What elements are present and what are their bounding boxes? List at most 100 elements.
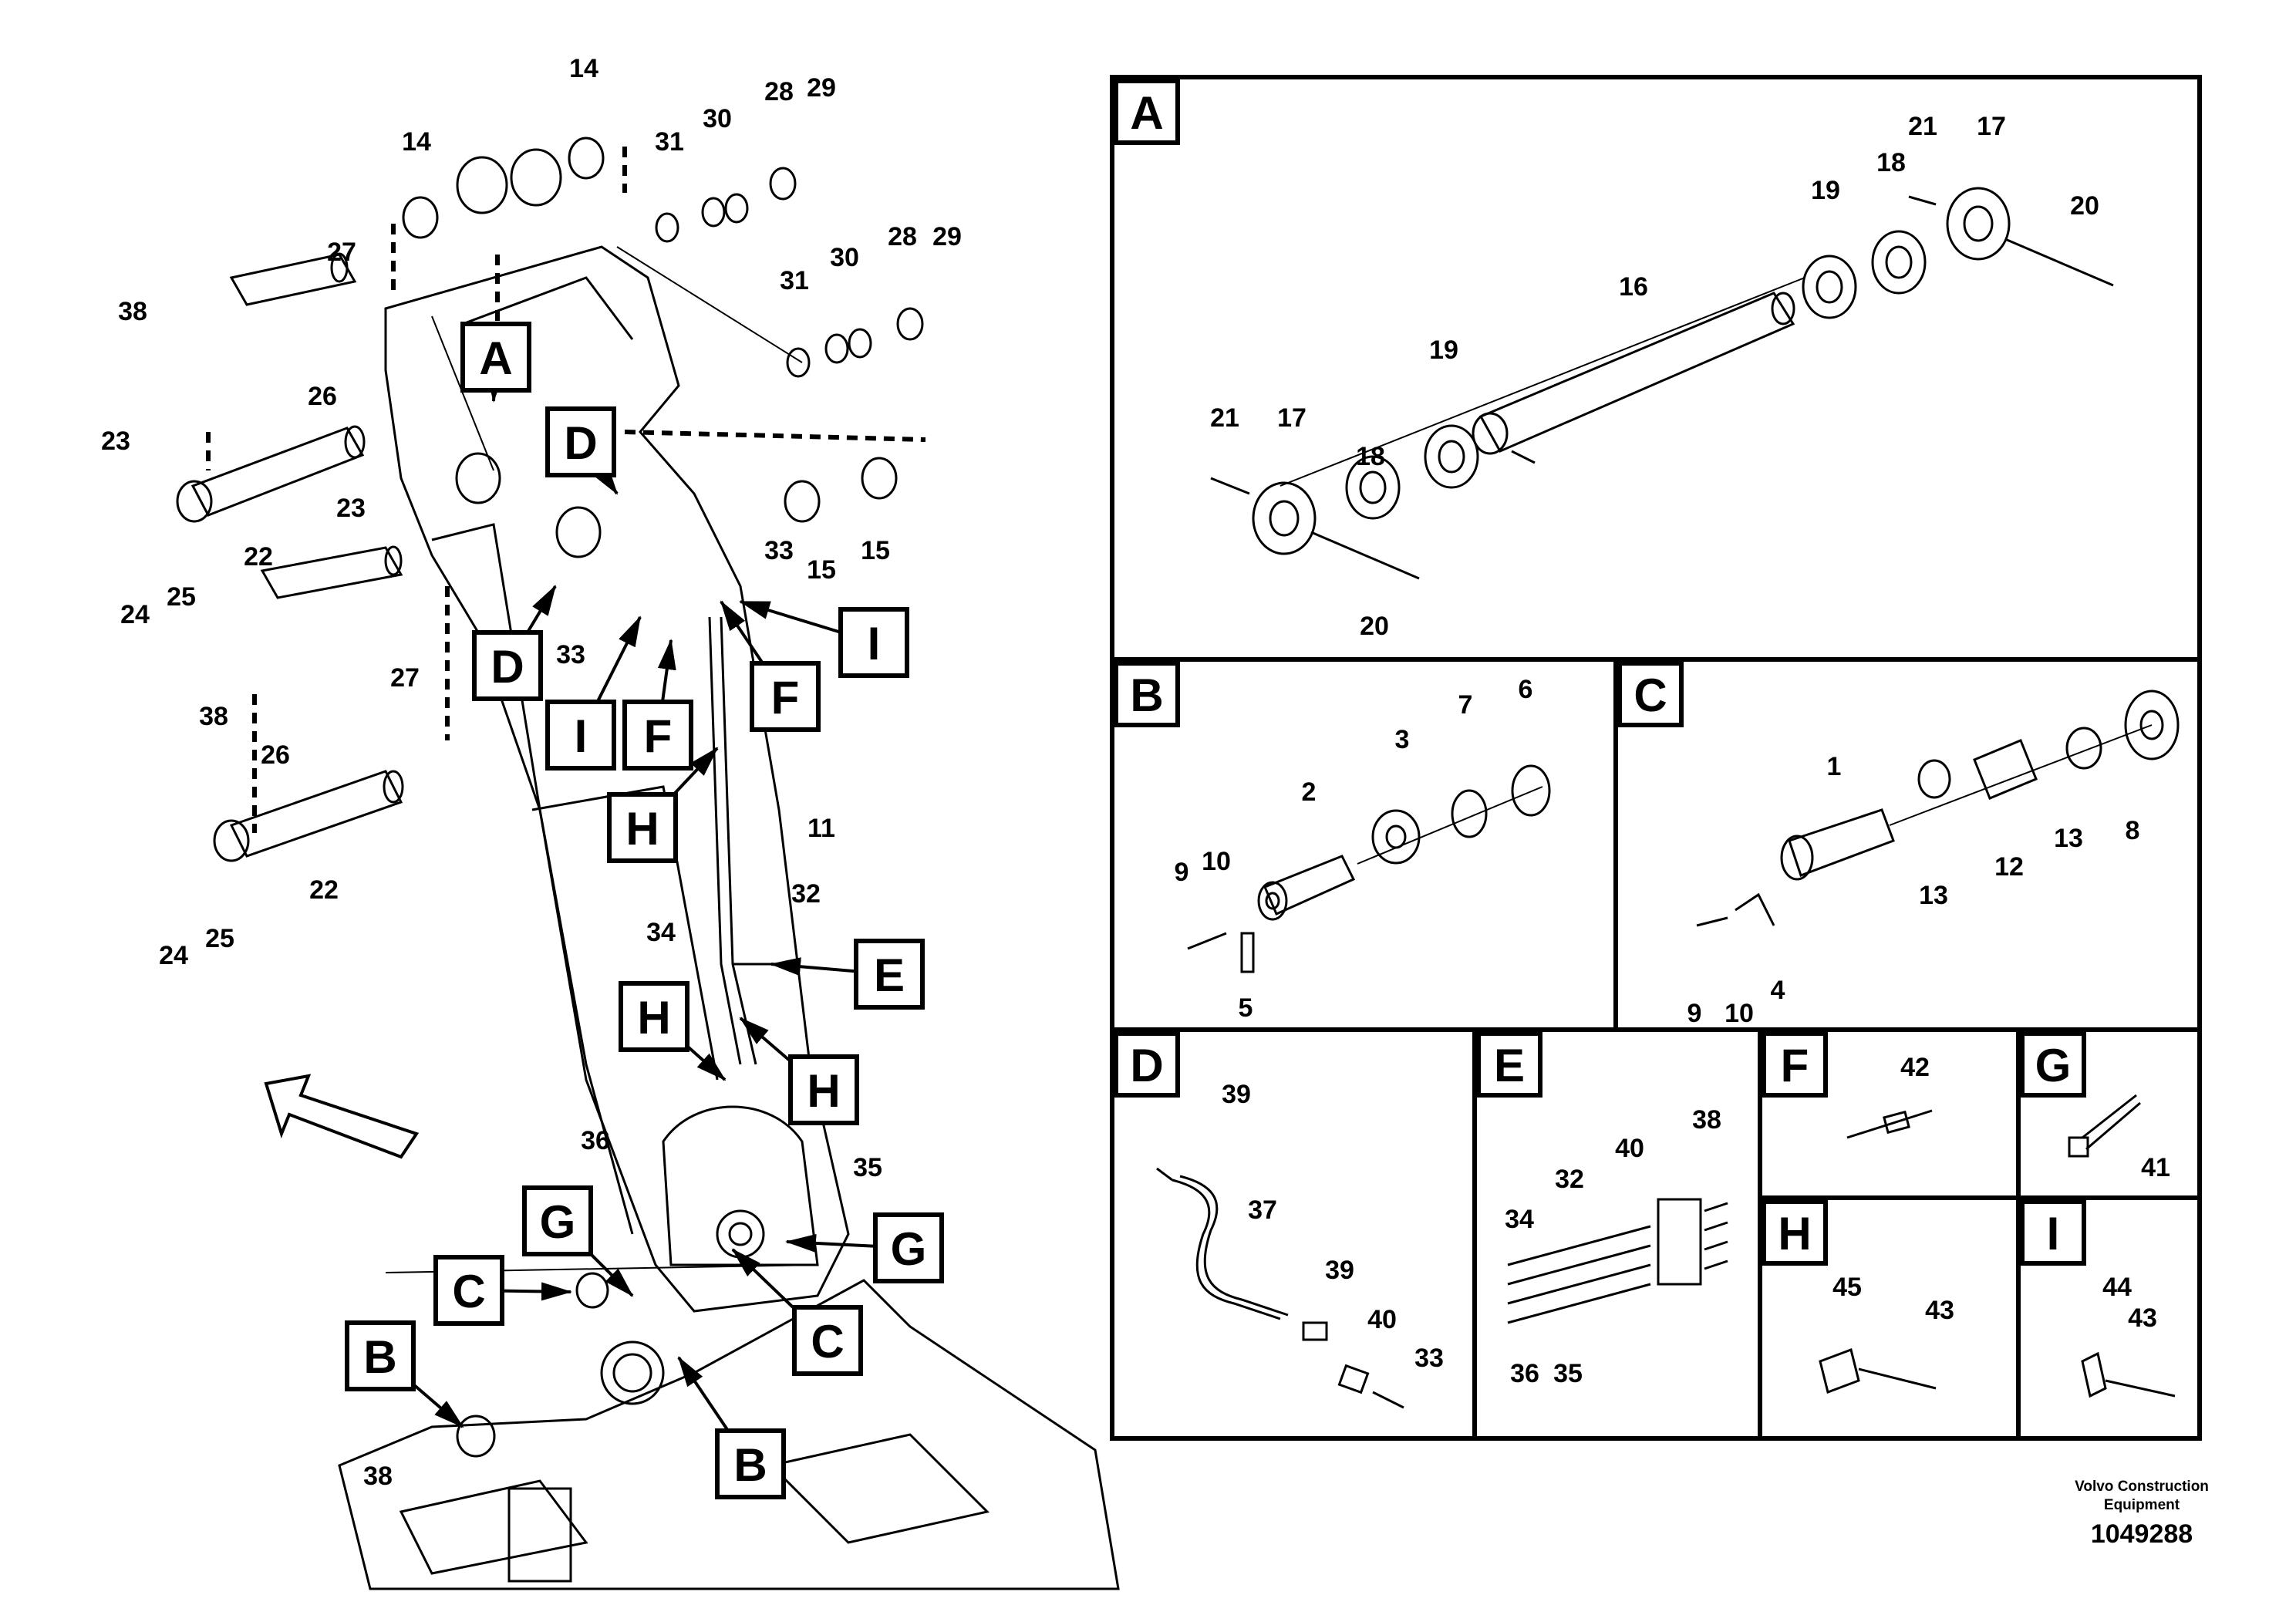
callout-box-label: I <box>575 710 588 762</box>
panel-d-part-39: 39 <box>1222 1080 1251 1109</box>
callout-box-D: D <box>472 585 557 701</box>
panel-label-E: E <box>1476 1031 1542 1098</box>
panel-d-part-33: 33 <box>1414 1344 1444 1373</box>
part-number-33: 33 <box>764 536 794 565</box>
panel-c-part-1: 1 <box>1827 752 1842 781</box>
part-number-34: 34 <box>646 918 676 947</box>
company-line-1: Volvo Construction <box>2075 1479 2209 1495</box>
panel-c-part-13: 13 <box>2054 824 2083 853</box>
callout-box-label: H <box>637 992 670 1044</box>
callout-box-label: D <box>491 641 524 693</box>
panel-d-part-39: 39 <box>1325 1256 1354 1285</box>
panel-d-part-40: 40 <box>1367 1305 1397 1334</box>
panel-b-part-9: 9 <box>1175 858 1189 887</box>
part-number-27: 27 <box>327 238 356 267</box>
part-number-28: 28 <box>764 77 794 106</box>
panel-e-part-34: 34 <box>1505 1205 1534 1234</box>
callout-box-I: I <box>545 615 642 771</box>
panel-i-part-43: 43 <box>2128 1303 2157 1333</box>
part-number-24: 24 <box>120 600 150 629</box>
main-assembly-drawing <box>176 137 1120 1590</box>
panel-b-part-3: 3 <box>1395 725 1410 754</box>
panel-e-part-38: 38 <box>1692 1105 1721 1135</box>
panel-g-part-41: 41 <box>2141 1153 2170 1182</box>
part-number-15: 15 <box>807 555 836 585</box>
callout-box-F: F <box>720 600 821 732</box>
panel-a-part-16: 16 <box>1619 272 1648 302</box>
panel-a-part-19: 19 <box>1429 336 1458 365</box>
callout-box-label: H <box>625 803 659 855</box>
callout-box-label: B <box>733 1439 767 1491</box>
callout-box-D: D <box>545 406 619 495</box>
callout-box-B: B <box>345 1320 464 1428</box>
part-number-38: 38 <box>199 702 228 731</box>
panel-label-H: H <box>1762 1199 1828 1266</box>
panel-d-part-37: 37 <box>1248 1195 1277 1225</box>
part-number-15: 15 <box>861 536 890 565</box>
part-number-38: 38 <box>118 297 147 326</box>
panel-e-part-40: 40 <box>1615 1134 1644 1163</box>
panel-b-drawing <box>1187 764 1551 973</box>
boom-foot-bracket <box>662 1105 819 1266</box>
boom-outline <box>384 245 850 1313</box>
part-number-35: 35 <box>853 1153 882 1182</box>
callout-box-H: H <box>739 1017 859 1125</box>
callout-box-label: I <box>868 618 881 669</box>
panel-label-B: B <box>1114 661 1180 727</box>
part-number-23: 23 <box>336 494 366 523</box>
panel-label-text: F <box>1781 1040 1809 1091</box>
part-number-14: 14 <box>569 54 598 83</box>
part-number-22: 22 <box>244 542 273 572</box>
callout-box-H: H <box>619 981 727 1081</box>
callout-box-label: H <box>807 1065 840 1117</box>
panel-label-text: A <box>1130 87 1163 139</box>
panel-a-part-21: 21 <box>1908 112 1937 141</box>
panel-h-part-45: 45 <box>1832 1273 1862 1302</box>
panel-label-text: G <box>2035 1040 2072 1091</box>
panel-c-part-8: 8 <box>2126 816 2140 845</box>
callout-box-label: C <box>452 1266 485 1317</box>
part-number-31: 31 <box>780 266 809 295</box>
callout-box-C: C <box>433 1255 572 1326</box>
panel-e-part-32: 32 <box>1555 1165 1584 1194</box>
panel-a-part-21: 21 <box>1210 403 1239 433</box>
callout-box-H: H <box>607 747 719 863</box>
panel-a-part-20: 20 <box>1360 612 1389 641</box>
panel-label-text: E <box>1494 1040 1525 1091</box>
panel-i-part-44: 44 <box>2102 1273 2132 1302</box>
panel-c-part-9: 9 <box>1687 999 1702 1028</box>
panel-label-C: C <box>1617 661 1684 727</box>
panel-d-drawing <box>1156 1167 1404 1409</box>
part-number-33: 33 <box>556 640 585 669</box>
company-name: Volvo Construction Equipment <box>2049 1478 2234 1515</box>
part-number-24: 24 <box>159 941 188 970</box>
callout-box-I: I <box>739 600 909 678</box>
part-number-22: 22 <box>309 875 339 905</box>
part-number-26: 26 <box>261 740 290 770</box>
panel-c-drawing <box>1696 690 2180 927</box>
upper-frame <box>338 1279 1120 1590</box>
part-number-30: 30 <box>830 243 859 272</box>
panel-b-part-5: 5 <box>1239 993 1253 1023</box>
panel-label-G: G <box>2020 1031 2086 1098</box>
panel-h-part-43: 43 <box>1925 1296 1954 1325</box>
part-number-26: 26 <box>308 382 337 411</box>
panel-b-part-7: 7 <box>1458 690 1473 720</box>
panel-c-part-10: 10 <box>1725 999 1754 1028</box>
panel-label-A: A <box>1114 79 1180 145</box>
panel-a-part-18: 18 <box>1356 442 1385 471</box>
panel-label-I: I <box>2020 1199 2086 1266</box>
panel-c-part-13: 13 <box>1919 881 1948 910</box>
panel-a-part-18: 18 <box>1876 148 1906 177</box>
panel-label-text: B <box>1130 669 1163 721</box>
part-number-31: 31 <box>655 127 684 157</box>
pin-upper <box>176 252 366 523</box>
callout-box-label: A <box>479 332 512 384</box>
callout-box-label: F <box>644 710 673 762</box>
callout-box-A: A <box>460 322 531 403</box>
